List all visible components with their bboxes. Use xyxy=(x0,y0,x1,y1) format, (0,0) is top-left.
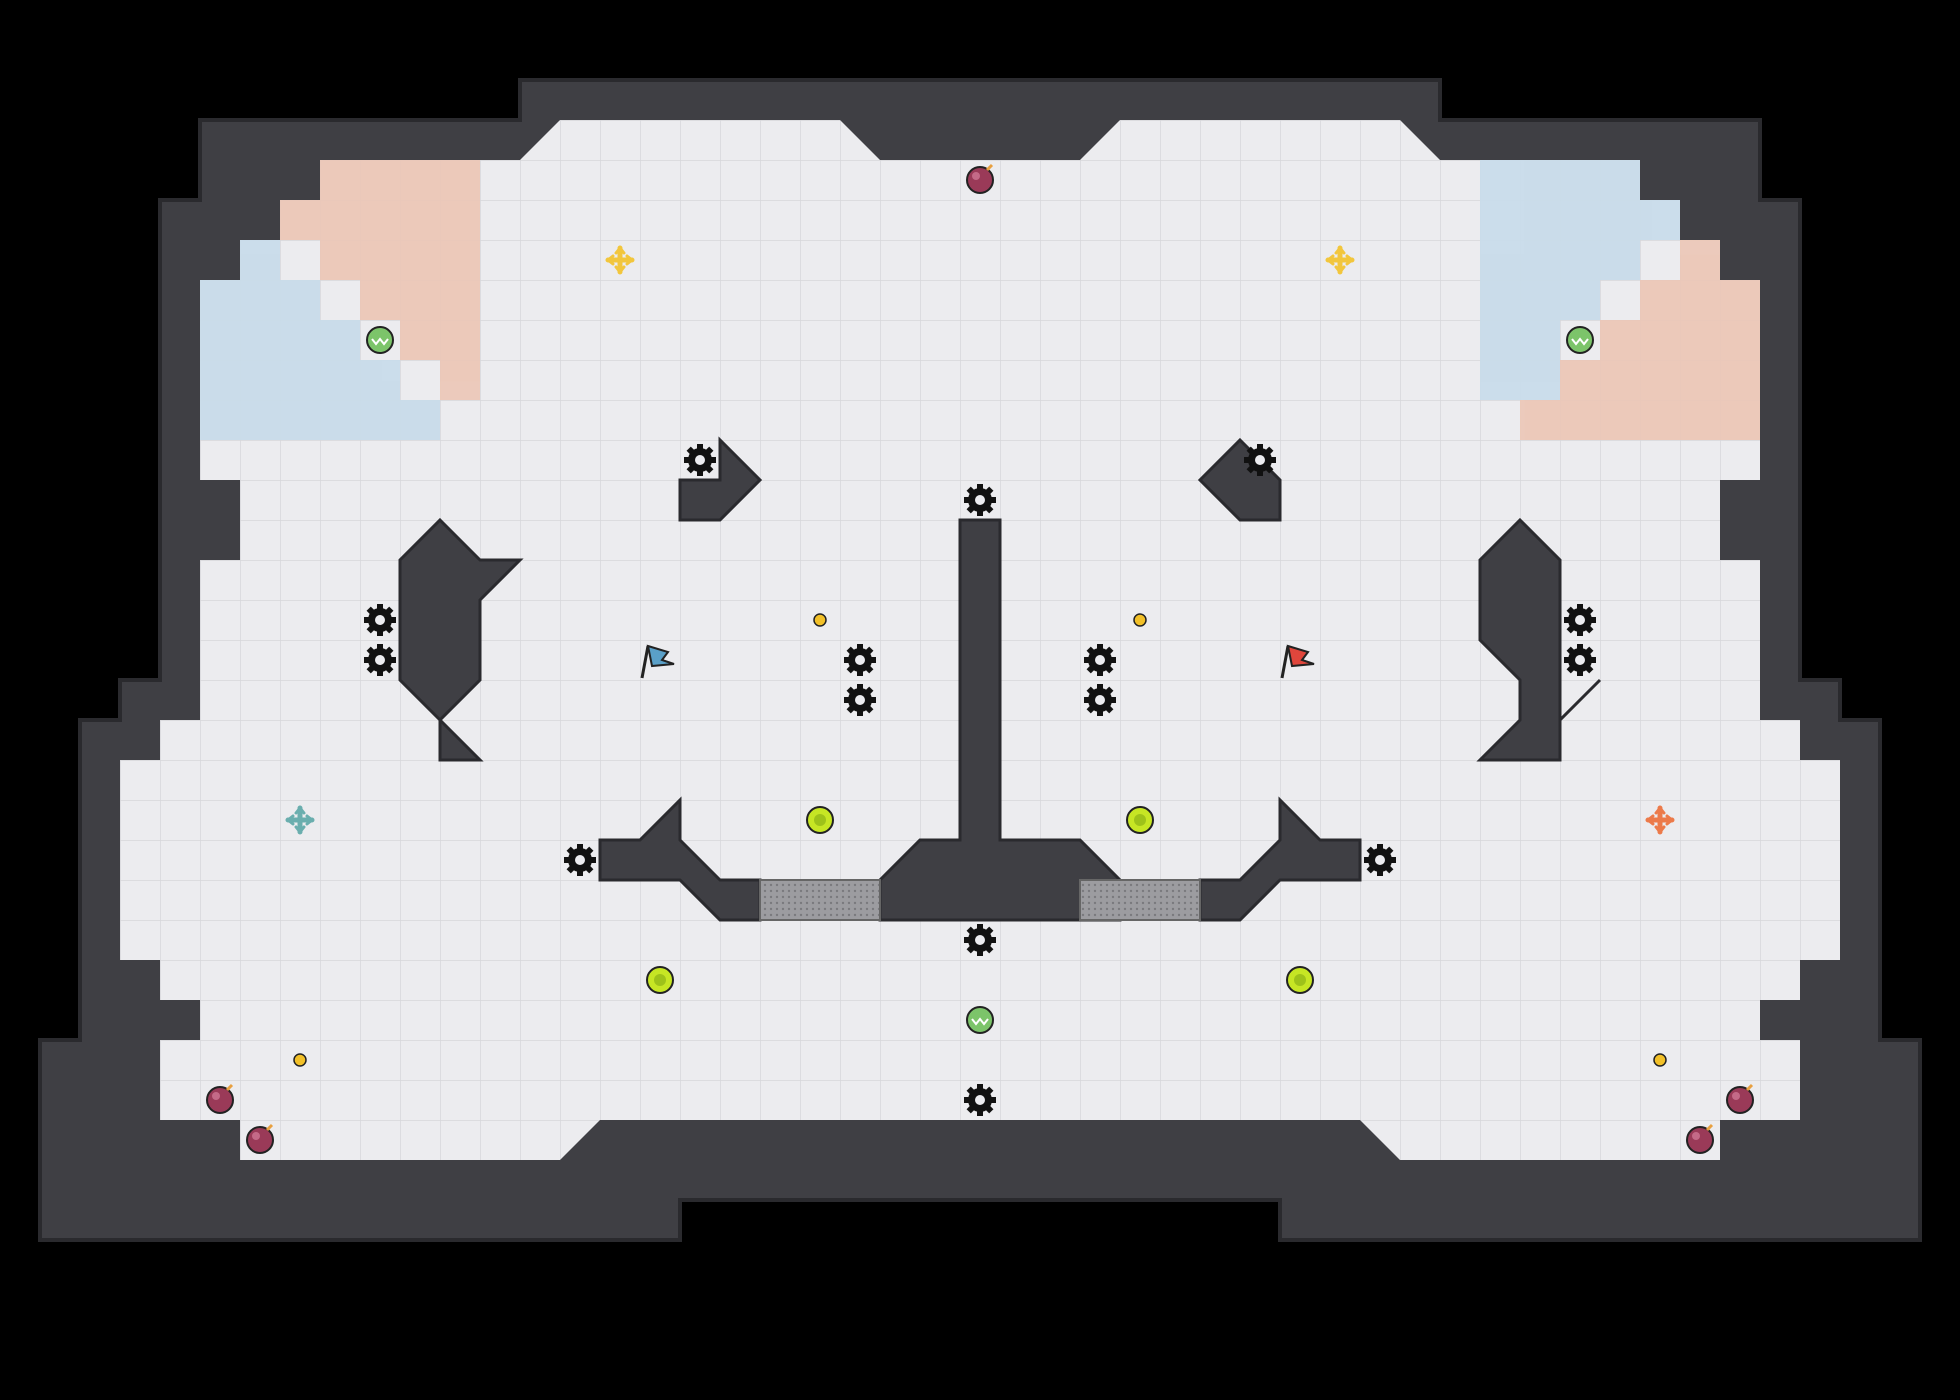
spawn-cross-orange-icon xyxy=(1645,805,1675,835)
powerup-icon xyxy=(966,1006,994,1034)
blue-team-base-zone xyxy=(200,160,1680,440)
obstacle-layer xyxy=(398,436,1602,922)
pellet-icon xyxy=(1133,613,1147,627)
red-team-base-zone xyxy=(280,160,1760,440)
spike-mine-icon xyxy=(684,444,716,476)
pellet-icon xyxy=(1653,1053,1667,1067)
boost-pad-icon xyxy=(1286,966,1314,994)
spike-mine-icon xyxy=(964,484,996,516)
spike-mine-icon xyxy=(844,684,876,716)
spike-mine-icon xyxy=(564,844,596,876)
powerup-icon xyxy=(366,326,394,354)
spike-mine-icon xyxy=(1564,644,1596,676)
spike-mine-icon xyxy=(1364,844,1396,876)
spike-mine-icon xyxy=(364,604,396,636)
gate-left xyxy=(759,879,881,921)
right-mid-block xyxy=(1476,517,1602,762)
spawn-cross-yellow-icon xyxy=(1325,245,1355,275)
spike-mine-icon xyxy=(1084,684,1116,716)
spike-mine-icon xyxy=(964,924,996,956)
red-flag-icon xyxy=(1280,644,1315,679)
pellet-icon xyxy=(813,613,827,627)
spike-mine-icon xyxy=(364,644,396,676)
boost-pad-icon xyxy=(1126,806,1154,834)
spike-mine-icon xyxy=(1244,444,1276,476)
left-upper-wedge xyxy=(678,436,763,522)
boost-pad-icon xyxy=(806,806,834,834)
spawn-cross-yellow-icon xyxy=(605,245,635,275)
left-mid-block xyxy=(398,517,524,762)
blue-flag-icon xyxy=(640,644,675,679)
spike-mine-icon xyxy=(964,1084,996,1116)
boost-pad-icon xyxy=(646,966,674,994)
spike-mine-icon xyxy=(1564,604,1596,636)
spike-mine-icon xyxy=(1084,644,1116,676)
spawn-cross-teal-icon xyxy=(285,805,315,835)
powerup-icon xyxy=(1566,326,1594,354)
pellet-icon xyxy=(293,1053,307,1067)
spike-mine-icon xyxy=(844,644,876,676)
gate-right xyxy=(1079,879,1201,921)
